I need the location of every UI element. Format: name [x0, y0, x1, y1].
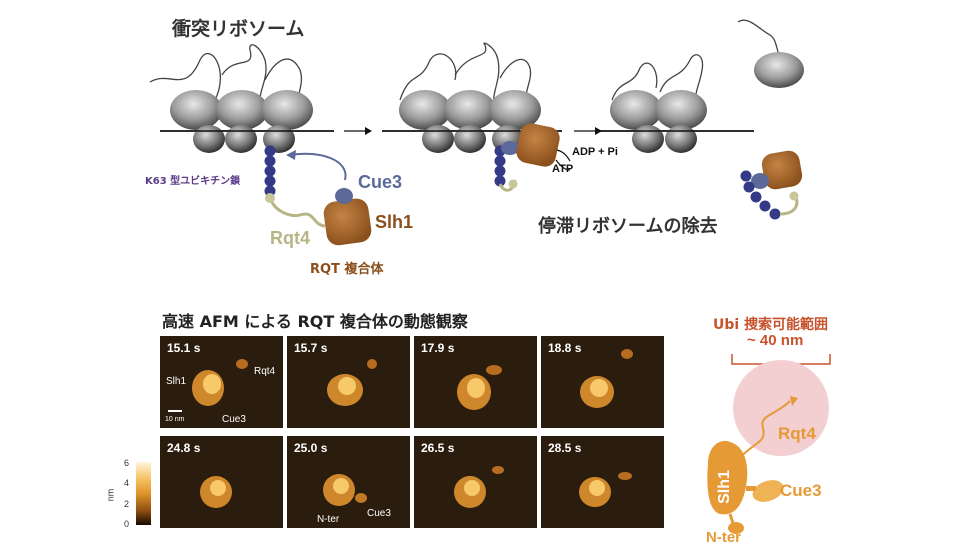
scale-bar	[168, 410, 182, 412]
schematic-nter-label: N-ter	[706, 529, 742, 546]
frame-time: 15.1 s	[167, 341, 201, 355]
title-collided-ribosome: 衝突リボソーム	[172, 18, 305, 40]
atp-label: ATP	[552, 163, 574, 175]
ribosomes-with-rqt	[382, 42, 562, 192]
cue3-label: Cue3	[358, 172, 403, 192]
colorbar-tick: 2	[124, 499, 130, 509]
afm-frame: 17.9 s	[414, 336, 537, 428]
search-range-value: ~ 40 nm	[747, 332, 804, 349]
afm-frame: 28.5 s	[541, 436, 664, 528]
afm-frame: 26.5 s	[414, 436, 537, 528]
afm-frame: 15.1 s Slh1 Rqt4 Cue3 10 nm	[160, 336, 283, 428]
slh1-label: Slh1	[375, 212, 414, 232]
height-colorbar	[136, 462, 151, 525]
colorbar-tick: 4	[124, 478, 130, 488]
title-stalled-ribosome-removal: 停滞リボソームの除去	[538, 216, 718, 237]
frame-time: 17.9 s	[421, 341, 455, 355]
frame-time: 26.5 s	[421, 441, 455, 455]
rqt-complex-free	[265, 188, 372, 246]
nter-annotation: N-ter	[317, 514, 340, 525]
released-ribosomes	[596, 19, 804, 220]
afm-section-title: 高速 AFM による RQT 複合体の動態観察	[162, 312, 468, 331]
rqt4-label: Rqt4	[270, 228, 310, 248]
frame-time: 25.0 s	[294, 441, 328, 455]
ribosome-diagram	[149, 19, 804, 246]
binding-arrowhead	[286, 150, 296, 160]
afm-frame: 18.8 s	[541, 336, 664, 428]
cue3-annotation-b: Cue3	[367, 508, 391, 519]
rqt-schematic	[707, 354, 831, 534]
search-range-title: Ubi 捜索可能範囲	[713, 317, 829, 333]
rqt4-annotation: Rqt4	[254, 366, 276, 377]
rqt-complex-label: RQT 複合体	[310, 262, 384, 277]
afm-frame: 25.0 s N-ter Cue3	[287, 436, 410, 528]
slh1-annotation: Slh1	[166, 376, 187, 387]
colorbar-unit: nm	[105, 488, 116, 502]
colorbar-tick: 0	[124, 519, 130, 529]
frame-time: 28.5 s	[548, 441, 582, 455]
frame-time: 15.7 s	[294, 341, 328, 355]
frame-time: 24.8 s	[167, 441, 201, 455]
afm-frame: 24.8 s	[160, 436, 283, 528]
schematic-rqt4-label: Rqt4	[778, 424, 816, 443]
afm-frame: 15.7 s	[287, 336, 410, 428]
cue3-annotation: Cue3	[222, 414, 246, 425]
schematic-cue3-label: Cue3	[780, 481, 822, 500]
binding-arrow	[289, 152, 347, 181]
k63-chain-label: K63 型ユビキチン鎖	[145, 176, 241, 187]
colorbar-tick: 6	[124, 458, 130, 468]
collided-ribosomes	[149, 44, 334, 153]
scale-label: 10 nm	[165, 416, 185, 423]
adp-pi-label: ADP + Pi	[572, 146, 618, 158]
frame-time: 18.8 s	[548, 341, 582, 355]
schematic-slh1-label: Slh1	[715, 470, 733, 504]
k63-ubiquitin-chain	[264, 145, 276, 197]
